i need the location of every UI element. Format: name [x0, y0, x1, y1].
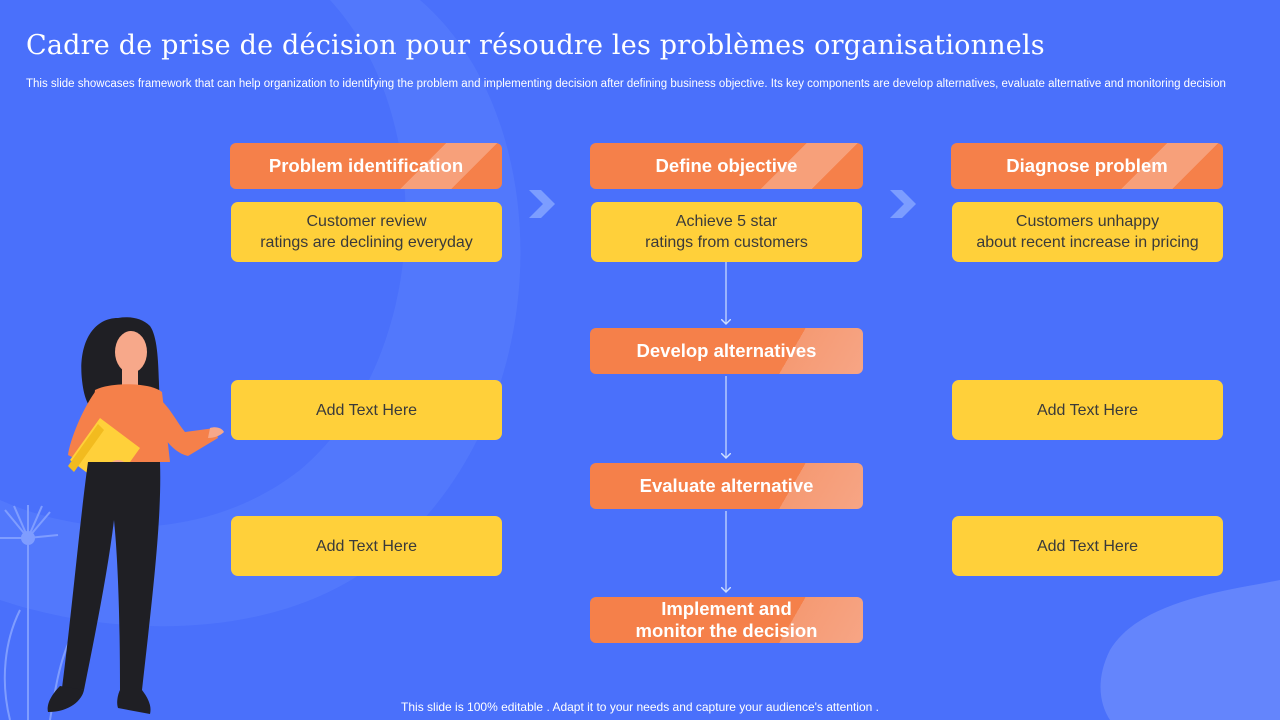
slide-title: Cadre de prise de décision pour résoudre…	[26, 30, 1045, 61]
step-header-implement-monitor: Implement and monitor the decision	[590, 597, 863, 643]
step-header-diagnose-problem: Diagnose problem	[951, 143, 1223, 189]
chevron-right-icon	[529, 190, 555, 218]
chevron-right-icon	[890, 190, 916, 218]
step-header-problem-identification: Problem identification	[230, 143, 502, 189]
placeholder-text-box-left-1: Add Text Here	[231, 380, 502, 440]
step-header-evaluate-alternative: Evaluate alternative	[590, 463, 863, 509]
step-description-problem-identification: Customer review ratings are declining ev…	[231, 202, 502, 262]
slide-subtitle: This slide showcases framework that can …	[26, 78, 1226, 90]
presenter-woman-illustration	[47, 317, 224, 714]
step-header-develop-alternatives: Develop alternatives	[590, 328, 863, 374]
slide-footer: This slide is 100% editable . Adapt it t…	[401, 700, 879, 714]
placeholder-text-box-right-1: Add Text Here	[952, 380, 1223, 440]
step-description-diagnose-problem: Customers unhappy about recent increase …	[952, 202, 1223, 262]
step-header-define-objective: Define objective	[590, 143, 863, 189]
step-description-define-objective: Achieve 5 star ratings from customers	[591, 202, 862, 262]
placeholder-text-box-right-2: Add Text Here	[952, 516, 1223, 576]
placeholder-text-box-left-2: Add Text Here	[231, 516, 502, 576]
